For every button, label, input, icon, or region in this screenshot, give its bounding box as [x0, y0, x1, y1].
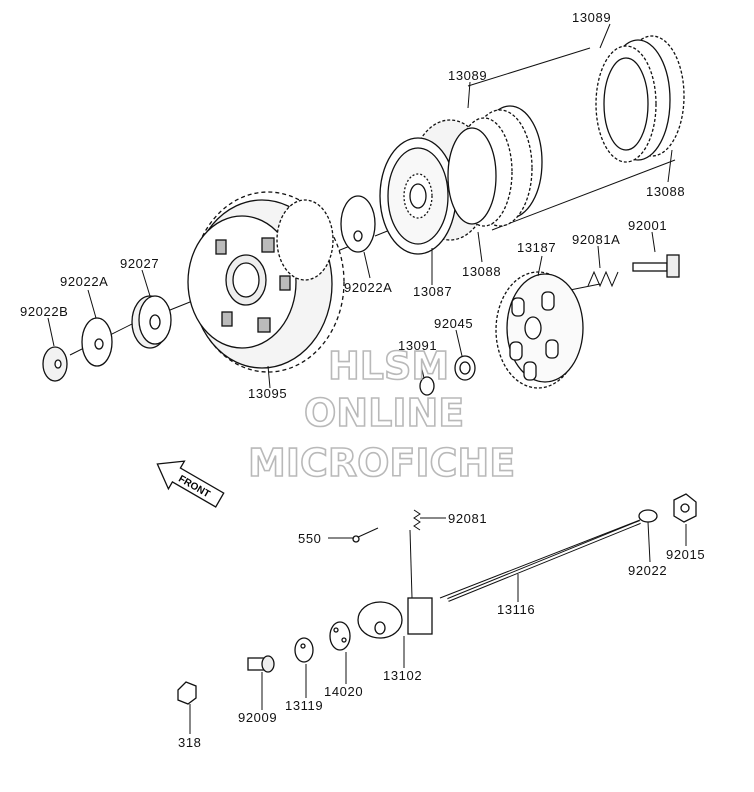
plates-13088-13089-middle [447, 105, 543, 227]
bearing-92045 [454, 355, 476, 381]
label-13187: 13187 [517, 240, 556, 255]
nut-318 [177, 681, 197, 705]
plate-13119 [294, 637, 314, 663]
label-92081: 92081 [448, 511, 487, 526]
cam-14020 [329, 621, 351, 651]
label-14020: 14020 [324, 684, 363, 699]
label-92015: 92015 [666, 547, 705, 562]
leader-lines [47, 23, 687, 734]
washer-92022B [42, 346, 68, 382]
label-92022A-upper: 92022A [344, 280, 392, 295]
label-92022A-left: 92022A [60, 274, 108, 289]
label-92022B: 92022B [20, 304, 68, 319]
washer-92022A-upper [340, 195, 376, 253]
watermark-line-3: MICROFICHE [248, 441, 515, 485]
label-13088-right: 13088 [646, 184, 685, 199]
washer-92022 [638, 509, 658, 523]
label-13089-top: 13089 [572, 10, 611, 25]
label-92045: 92045 [434, 316, 473, 331]
screw-92009 [247, 655, 275, 673]
nut-92015 [673, 493, 697, 523]
label-13091: 13091 [398, 338, 437, 353]
label-92081A: 92081A [572, 232, 620, 247]
label-13088-middle: 13088 [462, 264, 501, 279]
spring-92081A [587, 270, 619, 288]
bolt-92001 [632, 254, 680, 278]
collar-92027 [131, 295, 172, 349]
clutch-housing-13095 [187, 191, 345, 373]
washer-92022A-left [81, 317, 113, 367]
watermark-line-1: HLSM [328, 344, 449, 388]
label-13089-middle: 13089 [448, 68, 487, 83]
release-lever-13102 [357, 529, 433, 639]
pressure-plate-13187 [495, 271, 584, 389]
watermark-line-2: ONLINE [304, 391, 464, 435]
plates-13088-13089-right [595, 35, 685, 163]
label-92022: 92022 [628, 563, 667, 578]
watermark: HLSM ONLINE MICROFICHE [247, 343, 516, 486]
label-92027: 92027 [120, 256, 159, 271]
label-318: 318 [178, 735, 202, 750]
front-direction-arrow: FRONT [156, 460, 225, 508]
spring-92081 [413, 509, 421, 531]
pin-550 [352, 527, 379, 543]
label-13095: 13095 [248, 386, 287, 401]
label-13119: 13119 [285, 698, 323, 713]
label-92009: 92009 [238, 710, 277, 725]
label-13102: 13102 [383, 668, 422, 683]
label-92001: 92001 [628, 218, 667, 233]
label-550: 550 [298, 531, 322, 546]
part-labels: 13089 13089 13088 13088 92001 92081A 131… [20, 10, 705, 750]
push-rod-13116 [447, 520, 641, 602]
label-13087: 13087 [413, 284, 452, 299]
label-13116: 13116 [497, 602, 535, 617]
pusher-13091 [419, 376, 435, 396]
